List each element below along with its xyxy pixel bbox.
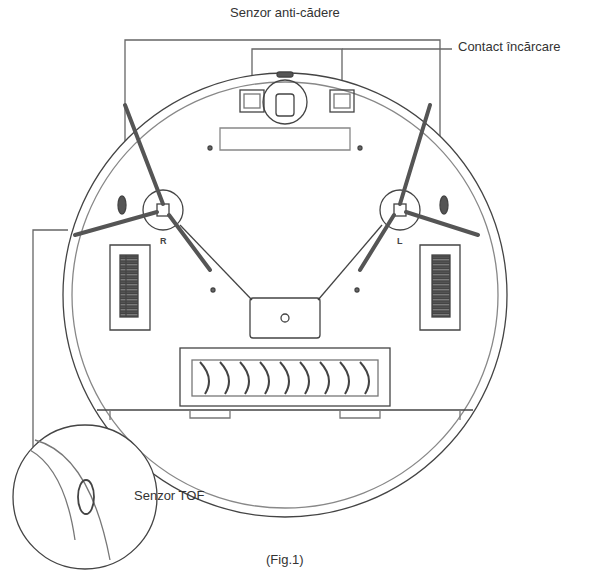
screw xyxy=(208,146,212,150)
caster-hub xyxy=(276,94,294,116)
center-plate xyxy=(250,298,320,338)
leader-line xyxy=(33,230,68,447)
wheel-well xyxy=(420,245,460,330)
front-plate xyxy=(220,128,350,150)
frame-line xyxy=(318,225,382,300)
main-brush-frame xyxy=(180,348,390,406)
screw xyxy=(355,288,359,292)
wheel-well xyxy=(110,245,150,330)
wheel xyxy=(432,255,450,317)
side-brush-hub xyxy=(380,190,420,230)
leader-line xyxy=(342,48,452,49)
charging-contact-inner xyxy=(244,94,260,108)
frame-line xyxy=(180,225,252,300)
part-label: Senzor TOF xyxy=(134,489,204,504)
screw xyxy=(281,314,289,322)
figure-caption: (Fig.1) xyxy=(266,553,304,568)
part-label: Senzor anti-cădere xyxy=(230,6,340,21)
cliff-sensor xyxy=(118,196,126,214)
part-label: Contact încărcare xyxy=(458,40,561,55)
front-sensor xyxy=(277,72,293,77)
wheel xyxy=(120,255,138,317)
screw xyxy=(358,146,362,150)
main-brush xyxy=(192,360,378,396)
brush-bristles xyxy=(200,362,369,394)
tof-sensor xyxy=(78,480,94,514)
dustbin-detail xyxy=(110,410,460,420)
part-label: L xyxy=(397,236,403,246)
cliff-sensor xyxy=(440,196,448,214)
charging-contact xyxy=(240,90,264,112)
robot-rim xyxy=(72,82,498,508)
inset-body-edge xyxy=(30,440,110,560)
part-label: R xyxy=(160,236,167,246)
charging-contact-inner xyxy=(334,94,350,108)
screw xyxy=(211,288,215,292)
dustbin-edge xyxy=(97,409,473,410)
caster-wheel xyxy=(263,80,307,124)
charging-contact xyxy=(330,90,354,112)
